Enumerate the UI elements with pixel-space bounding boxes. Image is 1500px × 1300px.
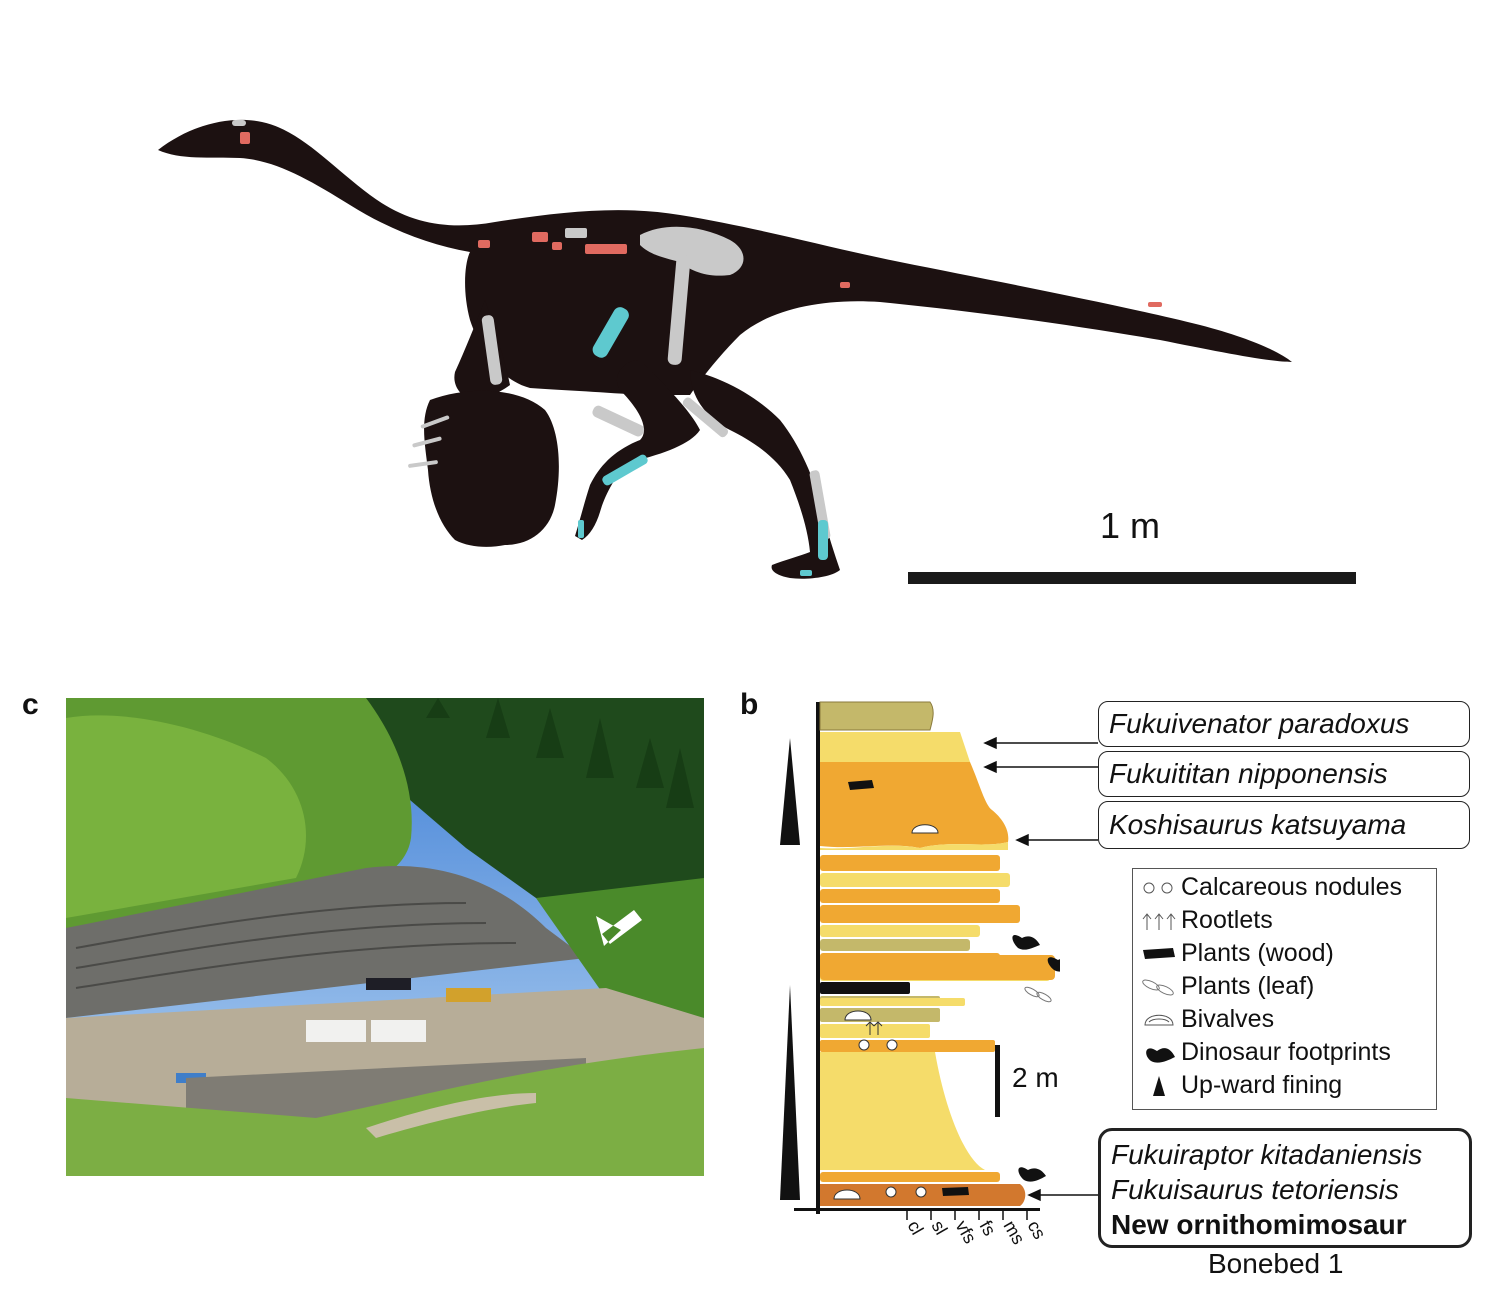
grain-sl: sl bbox=[928, 1217, 952, 1238]
taxon-name: Koshisaurus katsuyama bbox=[1109, 809, 1407, 840]
rootlets-icon bbox=[865, 1021, 883, 1035]
footprint-icon bbox=[1146, 1047, 1175, 1063]
legend-label: Bivalves bbox=[1181, 1005, 1275, 1033]
grain-vfs: vfs bbox=[952, 1217, 981, 1247]
nodule-icon bbox=[858, 1039, 870, 1051]
upward-fining-triangle-upper bbox=[780, 738, 800, 845]
taxon-name-new: New ornithomimosaur bbox=[1111, 1209, 1407, 1240]
wood-icon bbox=[942, 1187, 969, 1196]
stratigraphic-column: cl sl vfs fs ms cs bbox=[780, 701, 1060, 1248]
bivalve-icon bbox=[833, 1189, 861, 1200]
section-scale-label: 2 m bbox=[1012, 1062, 1059, 1093]
upward-fining-triangle-lower bbox=[780, 985, 800, 1200]
leaf-icon bbox=[1024, 986, 1052, 1003]
legend-label: Rootlets bbox=[1181, 906, 1273, 934]
wood-icon bbox=[848, 780, 874, 790]
scale-bar-label: 1 m bbox=[1100, 505, 1161, 546]
preserved-bones-grey bbox=[232, 120, 831, 540]
bivalve-icon bbox=[1144, 1014, 1174, 1025]
section-scale-bar bbox=[995, 1045, 1000, 1117]
grain-size-ticks bbox=[906, 1211, 1028, 1220]
leaf-icon bbox=[1142, 979, 1174, 995]
taxon-box-koshisaurus: Koshisaurus katsuyama bbox=[1098, 801, 1470, 849]
bonebed-taxa-box: Fukuiraptor kitadaniensis Fukuisaurus te… bbox=[1098, 1128, 1472, 1248]
skeletal-reconstruction bbox=[158, 119, 1356, 584]
bonebed-label: Bonebed 1 bbox=[1208, 1248, 1344, 1279]
legend-label: Up-ward fining bbox=[1181, 1071, 1343, 1099]
taxon-name: Fukuititan nipponensis bbox=[1109, 758, 1388, 789]
bivalve-icon bbox=[844, 1010, 872, 1021]
nodules-icon bbox=[1143, 882, 1173, 893]
grain-ms: ms bbox=[1000, 1217, 1029, 1248]
legend-box: Calcareous nodules Rootlets Plants (wood… bbox=[1132, 868, 1437, 1110]
grain-cl: cl bbox=[904, 1217, 928, 1238]
nodule-icon bbox=[885, 1186, 897, 1198]
taxon-name: Fukuiraptor kitadaniensis bbox=[1111, 1139, 1423, 1170]
legend-label: Dinosaur footprints bbox=[1181, 1038, 1391, 1066]
panel-b-label: b bbox=[740, 688, 759, 721]
legend-label: Plants (leaf) bbox=[1181, 972, 1315, 1000]
preserved-bones-red bbox=[240, 132, 1162, 307]
taxon-pointer-arrows bbox=[983, 736, 1098, 1202]
taxon-name: Fukuisaurus tetoriensis bbox=[1111, 1174, 1399, 1205]
rootlets-icon bbox=[1142, 912, 1176, 930]
taxon-box-fukuivenator: Fukuivenator paradoxus bbox=[1098, 701, 1470, 747]
nodule-icon bbox=[915, 1186, 927, 1198]
legend-row: Plants (wood) bbox=[1139, 937, 1430, 970]
taxon-box-fukuititan: Fukuititan nipponensis bbox=[1098, 751, 1470, 797]
footprint-icon bbox=[1012, 935, 1060, 1182]
column-symbols bbox=[833, 780, 1060, 1200]
legend-row: Dinosaur footprints bbox=[1139, 1036, 1430, 1069]
grain-size-labels: cl sl vfs fs ms cs bbox=[904, 1217, 1050, 1248]
grain-cs: cs bbox=[1024, 1217, 1050, 1243]
taxon-name: Fukuivenator paradoxus bbox=[1109, 708, 1410, 739]
legend-row: Bivalves bbox=[1139, 1003, 1430, 1036]
legend-label: Calcareous nodules bbox=[1181, 873, 1402, 901]
legend-row: Calcareous nodules bbox=[1139, 871, 1430, 904]
legend-row: Plants (leaf) bbox=[1139, 970, 1430, 1003]
fining-icon bbox=[1153, 1075, 1165, 1096]
legend-row: Rootlets bbox=[1139, 904, 1430, 937]
bivalve-icon bbox=[911, 824, 939, 834]
wood-icon bbox=[1143, 947, 1175, 959]
nodule-icon bbox=[886, 1039, 898, 1051]
legend-row: Up-ward fining bbox=[1139, 1069, 1430, 1102]
sediment-layers bbox=[819, 701, 1055, 1206]
preserved-bones-cyan bbox=[578, 307, 828, 576]
excavation-site-photo bbox=[66, 698, 704, 1176]
bonebed-arrow-icon bbox=[596, 910, 642, 946]
scale-bar bbox=[908, 572, 1356, 584]
legend-label: Plants (wood) bbox=[1181, 939, 1334, 967]
panel-c-label: c bbox=[22, 688, 39, 721]
